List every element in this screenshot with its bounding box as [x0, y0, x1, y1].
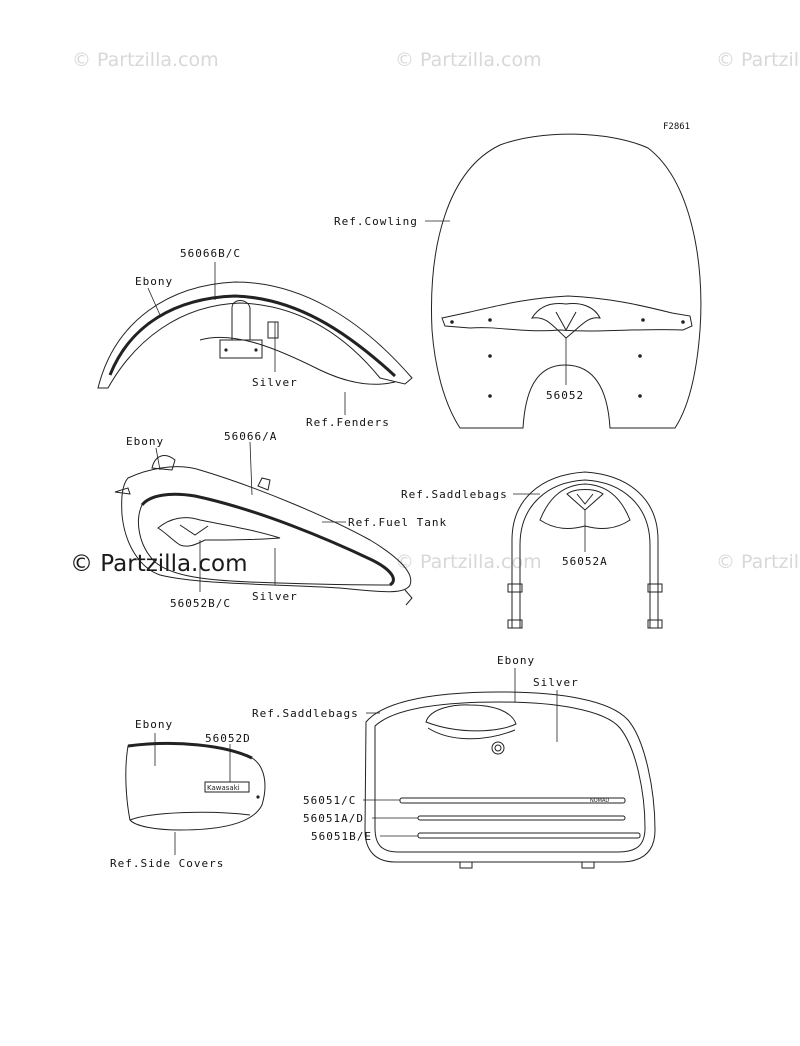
saddlebag-drawing: NOMAD — [364, 691, 656, 869]
label-56051c: 56051/C — [303, 794, 356, 807]
label-ref-fenders: Ref.Fenders — [306, 416, 390, 429]
backrest-drawing — [507, 471, 663, 629]
label-ebony-cover: Ebony — [135, 718, 173, 731]
label-ref-cowling: Ref.Cowling — [334, 215, 418, 228]
fender-drawing — [97, 281, 413, 389]
watermark-mid-center: © Partzilla.com — [395, 551, 542, 573]
watermark-top-center: © Partzilla.com — [395, 49, 542, 71]
label-silver-bag: Silver — [533, 676, 579, 689]
label-ref-saddlebags-bottom: Ref.Saddlebags — [252, 707, 359, 720]
label-56052bc: 56052B/C — [170, 597, 231, 610]
label-ebony-fender: Ebony — [135, 275, 173, 288]
figure-code: F2861 — [663, 122, 690, 132]
windshield-drawing — [431, 133, 702, 429]
label-56051ad: 56051A/D — [303, 812, 364, 825]
saddlebag-emblem-text: NOMAD — [590, 798, 609, 804]
label-ebony-tank: Ebony — [126, 435, 164, 448]
label-56066a: 56066/A — [224, 430, 277, 443]
label-56052: 56052 — [546, 389, 584, 402]
label-56052a: 56052A — [562, 555, 608, 568]
label-56051be: 56051B/E — [311, 830, 372, 843]
label-silver-tank: Silver — [252, 590, 298, 603]
watermark-top-left: © Partzilla.com — [72, 49, 219, 71]
label-56066bc: 56066B/C — [180, 247, 241, 260]
label-56052d: 56052D — [205, 732, 251, 745]
side-cover-emblem-text: Kawasaki — [207, 784, 240, 792]
label-ebony-bag: Ebony — [497, 654, 535, 667]
watermark-mid-right: © Partzilla.com — [716, 551, 800, 573]
label-ref-side-covers: Ref.Side Covers — [110, 857, 224, 870]
side-cover-drawing: Kawasaki — [125, 742, 266, 831]
fuel-tank-drawing — [114, 455, 413, 606]
label-ref-saddlebags-top: Ref.Saddlebags — [401, 488, 508, 501]
watermark-top-right: © Partzilla.com — [716, 49, 800, 71]
label-ref-fuel-tank: Ref.Fuel Tank — [348, 516, 447, 529]
label-silver-fender: Silver — [252, 376, 298, 389]
watermark-mid-left: © Partzilla.com — [70, 551, 248, 577]
